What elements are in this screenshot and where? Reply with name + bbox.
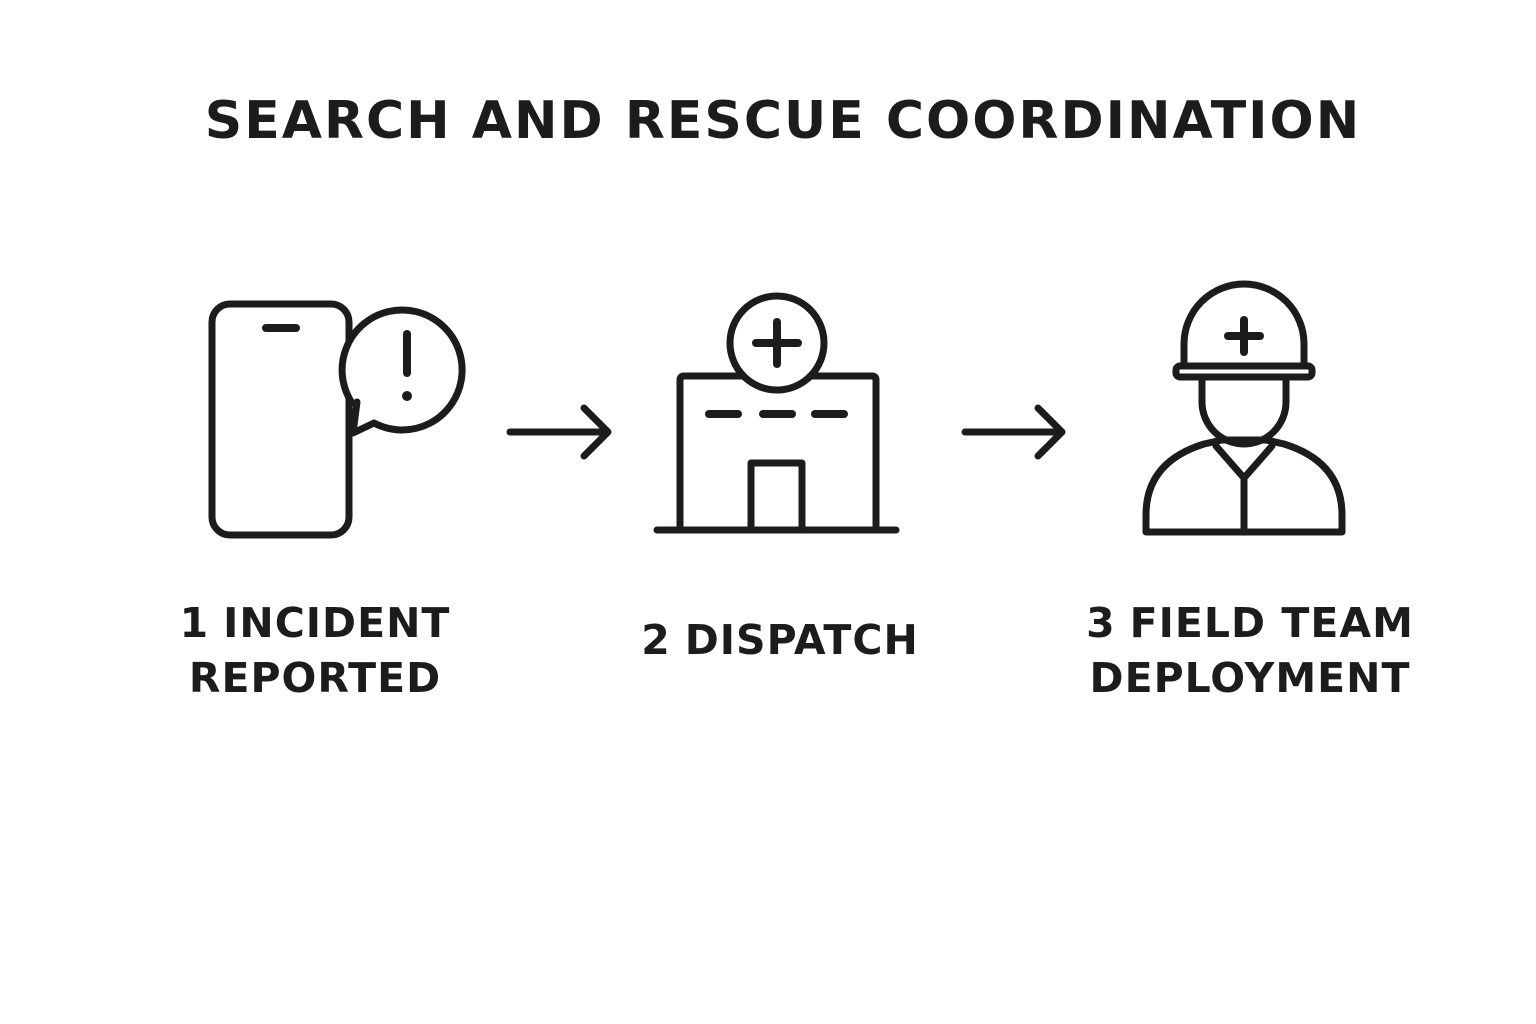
step-2-number: 2 — [641, 616, 671, 664]
shirt-collar — [1212, 442, 1276, 482]
step-1-number: 1 — [179, 599, 210, 647]
phone-body — [208, 300, 353, 539]
step-2-label: 2 DISPATCH — [620, 613, 940, 668]
exclamation-dot — [402, 391, 412, 401]
step-1-line-1: 1 INCIDENT — [150, 596, 480, 651]
step-3-number: 3 — [1086, 599, 1116, 647]
arrow-right-icon — [961, 404, 1066, 460]
helmet-dome — [1180, 280, 1308, 370]
step-3-line-2: DEPLOYMENT — [1089, 654, 1411, 702]
worker-shoulders — [1142, 436, 1346, 536]
worker-face — [1198, 376, 1290, 448]
helmet-brim — [1172, 362, 1316, 381]
step-1-label: 1 INCIDENT REPORTED — [150, 596, 480, 706]
building-outline — [676, 372, 880, 534]
rescue-worker-helmet-icon — [1142, 280, 1346, 536]
step-1-text: INCIDENT — [223, 599, 451, 647]
step-2-line-1: 2 DISPATCH — [620, 613, 940, 668]
step-3-text: FIELD TEAM — [1129, 599, 1414, 647]
alert-bubble — [338, 306, 466, 437]
step-3-line-1: 3 FIELD TEAM — [1075, 596, 1425, 651]
diagram-title: SEARCH AND RESCUE COORDINATION — [204, 91, 1362, 151]
building-door — [747, 459, 806, 534]
step-1-line-2: REPORTED — [188, 654, 442, 702]
step-3-label: 3 FIELD TEAM DEPLOYMENT — [1075, 596, 1425, 706]
step-2-text: DISPATCH — [684, 616, 919, 664]
arrow-right-icon — [506, 404, 612, 460]
hospital-building-icon — [653, 292, 900, 534]
smartphone-alert-icon — [208, 300, 466, 539]
